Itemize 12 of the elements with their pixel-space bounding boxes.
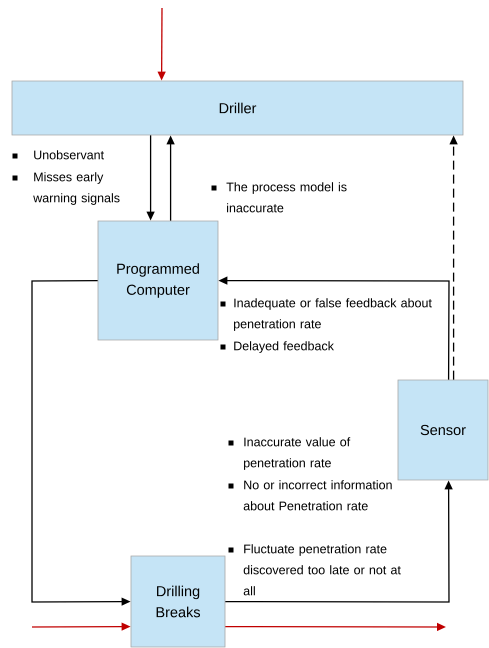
process-box: Driller — [12, 80, 464, 136]
process-box: Programmed Computer — [98, 220, 218, 340]
bullet-text: Unobservant — [34, 150, 104, 160]
process-box: Sensor — [398, 380, 488, 480]
bullet-text: Misses early warning signals — [33, 172, 120, 205]
bullet-text: The process model is inaccurate — [226, 182, 347, 212]
bullet-text: No or incorrect information about Penetration rate — [244, 480, 392, 510]
bullet-text: Inaccurate value of penetration rate — [244, 437, 350, 470]
process-box: Drilling Breaks — [130, 556, 226, 648]
bullet-text: Fluctuate penetration rate discovered too late or not at all — [244, 544, 401, 596]
bullet-text: Inadequate or false feedback about penetration rate — [234, 298, 432, 331]
bullet-text: Delayed feedback — [234, 341, 334, 353]
